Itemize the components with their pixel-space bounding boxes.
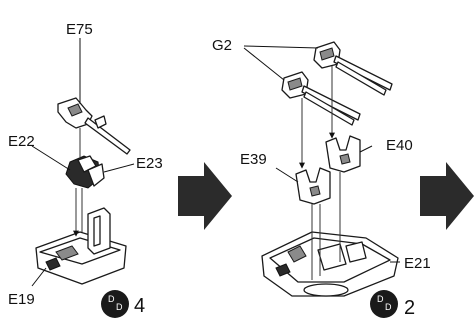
svg-text:D: D <box>116 302 123 312</box>
paired-parts-icon: D D <box>101 290 129 318</box>
label-e22: E22 <box>8 133 35 150</box>
svg-text:D: D <box>377 294 384 304</box>
part-g2-lower <box>281 71 361 126</box>
part-e39 <box>295 167 331 205</box>
next-step-arrow <box>178 162 232 230</box>
label-e21: E21 <box>404 255 431 272</box>
label-e39: E39 <box>240 151 267 168</box>
svg-text:D: D <box>108 294 115 304</box>
part-e19 <box>35 207 127 285</box>
quantity-left: 4 <box>134 295 145 317</box>
label-e40: E40 <box>386 137 413 154</box>
next-step-arrow <box>420 162 474 230</box>
svg-text:D: D <box>385 302 392 312</box>
quantity-right: 2 <box>404 297 415 319</box>
part-e75 <box>57 97 131 155</box>
part-e40 <box>325 135 361 173</box>
label-g2: G2 <box>212 37 232 54</box>
part-g2-upper <box>313 41 393 96</box>
right-assembly-step: G2 E39 E40 E21 D D 2 <box>212 37 431 319</box>
paired-parts-icon: D D <box>370 290 398 318</box>
label-e19: E19 <box>8 291 35 308</box>
left-assembly-step: E75 E22 E23 E19 D D 4 <box>8 21 163 318</box>
label-e23: E23 <box>136 155 163 172</box>
part-e22-e23 <box>65 155 105 189</box>
part-e21 <box>261 231 399 297</box>
label-e75: E75 <box>66 21 93 38</box>
